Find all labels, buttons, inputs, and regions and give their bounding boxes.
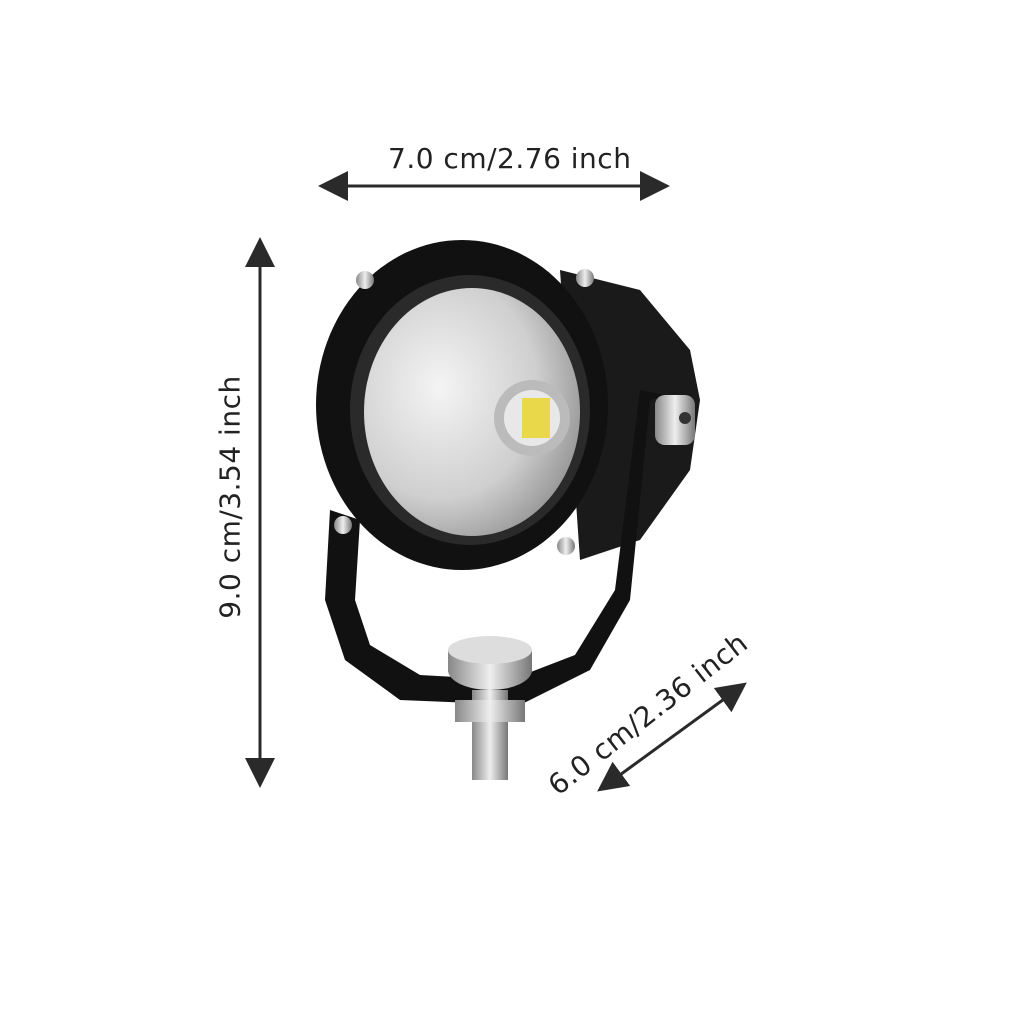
height-label: 9.0 cm/3.54 inch [213, 375, 247, 619]
work-light-image [316, 240, 700, 780]
width-label: 7.0 cm/2.76 inch [388, 142, 632, 175]
depth-arrow [597, 682, 747, 792]
